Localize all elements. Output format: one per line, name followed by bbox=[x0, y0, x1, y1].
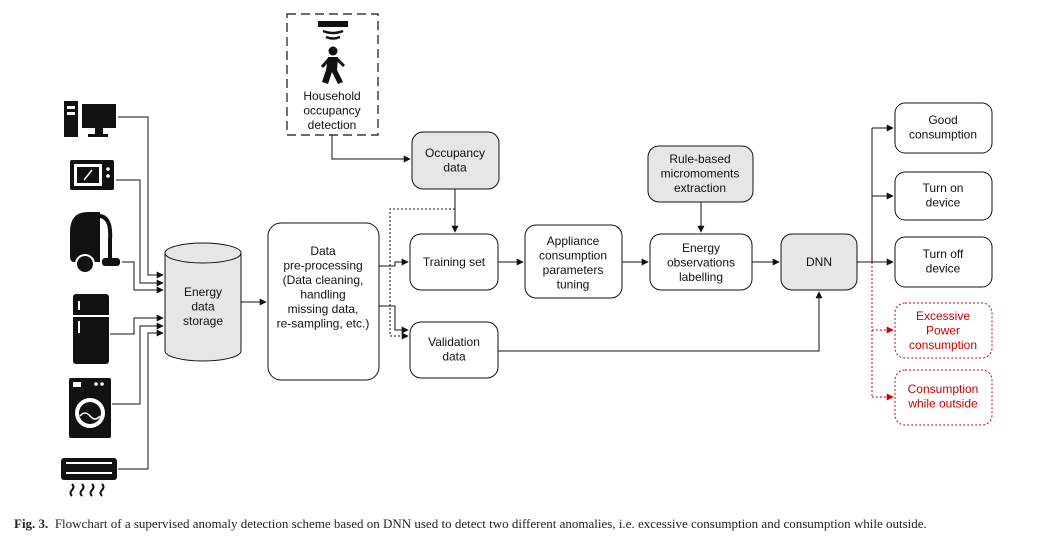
preprocessing-line: handling bbox=[300, 288, 345, 302]
appliance-tuning-line: Appliance bbox=[547, 234, 600, 248]
energy-storage-line: data bbox=[191, 300, 215, 314]
training-set-line: Training set bbox=[423, 255, 486, 269]
energy-storage-line: storage bbox=[183, 314, 223, 328]
energy-labelling-line: observations bbox=[667, 256, 735, 270]
turn-on-line: device bbox=[926, 196, 961, 210]
energy-data-storage-cylinder bbox=[164, 242, 242, 362]
preprocessing-line: (Data cleaning, bbox=[283, 273, 364, 287]
validation-data-line: Validation bbox=[428, 335, 480, 349]
occupancy-data-line: data bbox=[443, 161, 467, 175]
figure-caption: Fig. 3. Flowchart of a supervised anomal… bbox=[14, 516, 1044, 532]
rule-based-line: micromoments bbox=[661, 167, 740, 181]
flow-connectors bbox=[241, 124, 894, 352]
consumption-outside-line: Consumption bbox=[908, 382, 979, 396]
turn-off-line: device bbox=[926, 262, 961, 276]
washing-machine-icon bbox=[69, 378, 111, 438]
energy-labelling-line: labelling bbox=[679, 270, 723, 284]
microwave-icon bbox=[70, 160, 114, 190]
turn-off-box bbox=[894, 236, 993, 288]
good-consumption-box bbox=[894, 102, 993, 154]
appliance-tuning-line: tuning bbox=[557, 278, 590, 292]
occupancy-data-line: Occupancy bbox=[425, 146, 485, 160]
preprocessing-line: missing data, bbox=[288, 302, 359, 316]
training-set-label: Training set bbox=[423, 255, 486, 269]
turn-on-line: Turn on bbox=[923, 181, 964, 195]
excessive-power-line: Power bbox=[926, 324, 960, 338]
appliance-connectors bbox=[110, 116, 164, 470]
occupancy-to-validation-connector bbox=[389, 208, 455, 340]
energy-storage-line: Energy bbox=[184, 285, 222, 299]
good-consumption-line: consumption bbox=[909, 128, 977, 142]
dnn-label: DNN bbox=[806, 255, 832, 269]
turn-on-box bbox=[894, 171, 993, 221]
air-conditioner-icon bbox=[61, 458, 117, 497]
rule-based-line: extraction bbox=[674, 181, 726, 195]
good-consumption-line: Good bbox=[928, 113, 957, 127]
excessive-power-line: consumption bbox=[909, 338, 977, 352]
consumption-outside-line: while outside bbox=[907, 397, 978, 411]
preprocessing-line: Data bbox=[310, 244, 336, 258]
excessive-power-line: Excessive bbox=[916, 309, 970, 323]
appliance-tuning-line: consumption bbox=[539, 249, 607, 263]
occupancy-detection-line: Household bbox=[303, 89, 360, 103]
caption-text: Flowchart of a supervised anomaly detect… bbox=[54, 516, 927, 531]
occupancy-detection-line: occupancy bbox=[303, 104, 360, 118]
refrigerator-icon bbox=[73, 294, 109, 364]
appliance-tuning-line: parameters bbox=[543, 263, 604, 277]
rule-based-line: Rule-based bbox=[669, 152, 730, 166]
excessive-power-box bbox=[894, 302, 993, 359]
dnn-line: DNN bbox=[806, 255, 832, 269]
preprocessing-line: re-sampling, etc.) bbox=[277, 317, 370, 331]
preprocessing-line: pre-processing bbox=[283, 259, 362, 273]
preprocessing-box bbox=[267, 222, 380, 381]
consumption-outside-box bbox=[894, 369, 993, 426]
validation-data-box bbox=[409, 321, 499, 379]
occupancy-sensor-icon bbox=[318, 21, 348, 84]
caption-label: Fig. 3. bbox=[14, 516, 49, 531]
energy-labelling-line: Energy bbox=[682, 241, 720, 255]
anomaly-connectors bbox=[871, 262, 894, 401]
turn-off-line: Turn off bbox=[923, 247, 964, 261]
vacuum-cleaner-icon bbox=[70, 212, 120, 274]
computer-icon bbox=[64, 101, 116, 137]
validation-data-line: data bbox=[442, 350, 466, 364]
occupancy-detection-line: detection bbox=[308, 118, 357, 132]
